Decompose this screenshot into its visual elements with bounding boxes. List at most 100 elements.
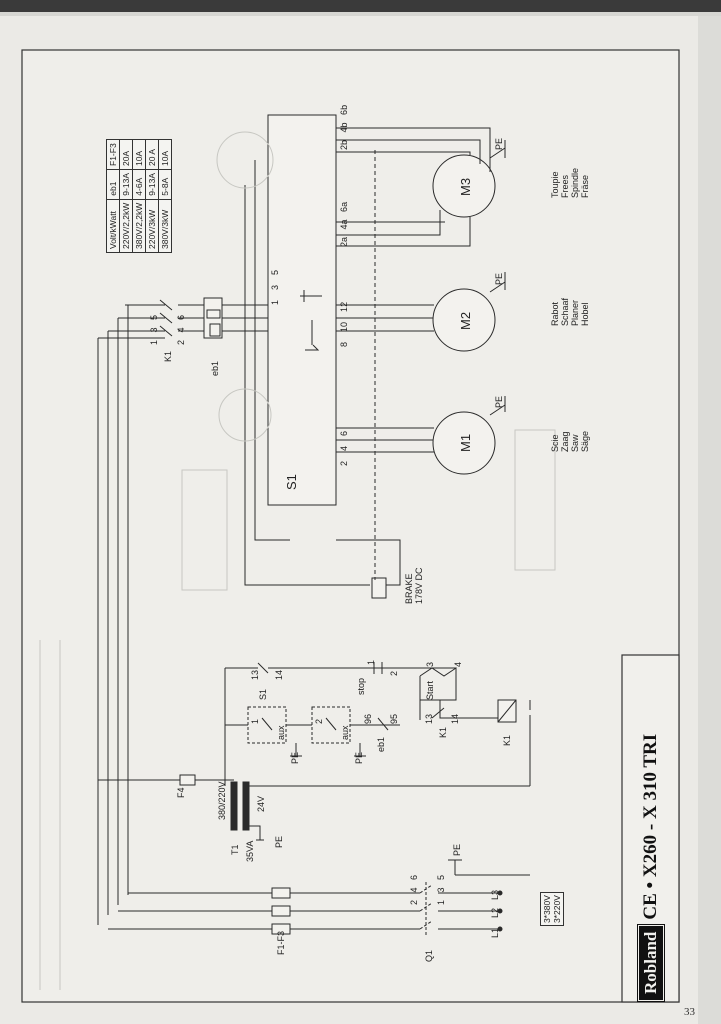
q1-label: Q1: [424, 949, 434, 962]
fuse-f1: [271, 887, 291, 899]
supply-voltage-box: 3*380V 3*220V: [540, 892, 564, 926]
terminal: 2b: [339, 139, 349, 150]
aux-terminal-2: 2: [314, 718, 324, 724]
terminal: 1: [436, 899, 446, 905]
table-cell: 220V/2,2kW: [119, 199, 133, 253]
terminal: 3: [436, 887, 446, 893]
terminal: 8: [339, 341, 349, 347]
m2-tool-de: Hobel: [580, 302, 590, 326]
terminal: 4a: [339, 219, 349, 230]
table-cell: 4-6A: [132, 169, 146, 200]
m3-pe-label: PE: [494, 137, 504, 150]
m2-tool-nl: Schaaf: [560, 297, 570, 326]
aux-pe-label-2: PE: [354, 751, 364, 764]
table-cell: 380V/2,2kW: [132, 199, 146, 253]
brake-label: BRAKE 178V DC: [404, 567, 424, 604]
s1-aux-terminal-13: 13: [250, 669, 260, 680]
supply-voltage-380: 3*380V: [542, 895, 552, 923]
aux-terminal-1: 1: [250, 718, 260, 724]
page-gutter: [698, 16, 721, 1024]
terminal: 2a: [339, 236, 349, 247]
terminal: 5: [436, 874, 446, 880]
table-cell: 9-13A: [119, 169, 133, 200]
m2-tool-list: Rabot Schaaf Planer Hobel: [550, 298, 590, 326]
terminal: 6a: [339, 201, 349, 212]
t1-pe-label: PE: [274, 835, 284, 848]
start-terminal-3: 3: [425, 661, 435, 667]
fuse-f4: [179, 774, 196, 786]
motor-m1-label: M1: [458, 433, 473, 452]
l1-label: L1: [490, 927, 500, 938]
stop-terminal-2: 2: [389, 670, 399, 676]
m1-tool-list: Scie Zaag Saw Säge: [550, 431, 590, 452]
table-row: 220V/2,2kW 9-13A 20A: [119, 139, 133, 253]
eb1-aux-terminal-95: 95: [389, 713, 399, 724]
terminal: 1: [149, 339, 159, 345]
m2-pe-label: PE: [494, 272, 504, 285]
k1-aux-terminal-13: 13: [424, 713, 434, 724]
brake-title: BRAKE: [404, 573, 414, 604]
terminal: 2: [339, 460, 349, 466]
m3-tool-nl: Frees: [560, 174, 570, 198]
table-cell: 20 A: [145, 139, 159, 170]
s1-top-terminals: 1 3 5: [270, 270, 280, 305]
terminal: 10: [339, 321, 349, 332]
s1-label: S1: [284, 474, 299, 490]
k1-bottom-terminals: 2 4 6: [176, 315, 186, 345]
f4-label: F4: [176, 787, 186, 798]
terminal: 5: [270, 269, 280, 275]
terminal: 6: [176, 314, 186, 320]
table-cell: 10A: [132, 139, 146, 170]
motor-m2: [432, 288, 496, 352]
q1-top-terminals: 2 4 6: [409, 875, 419, 905]
show-through: [39, 131, 556, 990]
aux-label-2: aux: [340, 725, 350, 740]
t1-secondary-label: 24V: [256, 795, 266, 812]
s1-m1-terminals: 2 4 6: [339, 431, 349, 466]
table-cell: 220V/3kW: [145, 199, 159, 253]
rating-table: Volt/kWatt eb1 F1-F3 220V/2,2kW 9-13A 20…: [106, 139, 172, 253]
m1-tool-nl: Zaag: [560, 431, 570, 452]
s1-aux-terminal-14: 14: [274, 669, 284, 680]
l2-label: L2: [490, 907, 500, 918]
start-terminal-4: 4: [453, 661, 463, 667]
terminal: 5: [149, 314, 159, 320]
supply-pe-label: PE: [452, 843, 462, 856]
rating-header-fuse: F1-F3: [106, 139, 120, 170]
aux-label-1: aux: [276, 725, 286, 740]
m1-tool-fr: Scie: [550, 434, 560, 452]
scan-shadow: [0, 12, 721, 16]
stop-label: stop: [356, 677, 366, 695]
t1-rating: 35VA: [245, 840, 255, 862]
rating-header-volt: Volt/kWatt: [106, 199, 120, 253]
motor-m3: [432, 154, 496, 218]
table-row: 380V/2,2kW 4-6A 10A: [132, 139, 146, 253]
motor-m3-label: M3: [458, 177, 473, 196]
m3-tool-fr: Toupie: [550, 171, 560, 198]
stop-terminal-1: 1: [366, 659, 376, 665]
k1-coil-label: K1: [502, 734, 512, 746]
terminal: 3: [149, 327, 159, 333]
scan-top-edge: [0, 0, 721, 12]
brand-logo: Robland: [638, 919, 664, 1007]
s1-aux-label: S1: [258, 688, 268, 700]
m3-tool-list: Toupie Frees Spindle Fräse: [550, 168, 590, 198]
s1-switch-box: [267, 114, 337, 506]
terminal: 4: [176, 327, 186, 333]
terminal: 4b: [339, 122, 349, 133]
m1-tool-en: Saw: [570, 434, 580, 452]
eb1-label: eb1: [210, 360, 220, 376]
terminal: 4: [409, 887, 419, 893]
supply-voltage-220: 3*220V: [552, 895, 562, 923]
f1f3-label: F1-F3: [276, 930, 286, 955]
brake-voltage: 178V DC: [414, 567, 424, 604]
table-row: 220V/3kW 9-13A 20 A: [145, 139, 159, 253]
motor-m2-label: M2: [458, 311, 473, 330]
m3-tool-de: Fräse: [580, 174, 590, 198]
terminal: 2: [176, 339, 186, 345]
s1-m2-terminals: 8 10 12: [339, 302, 349, 347]
s1-m3-low-terminals: 2a 4a 6a: [339, 202, 349, 247]
terminal: 6: [409, 874, 419, 880]
circuit-lines: [97, 114, 531, 935]
